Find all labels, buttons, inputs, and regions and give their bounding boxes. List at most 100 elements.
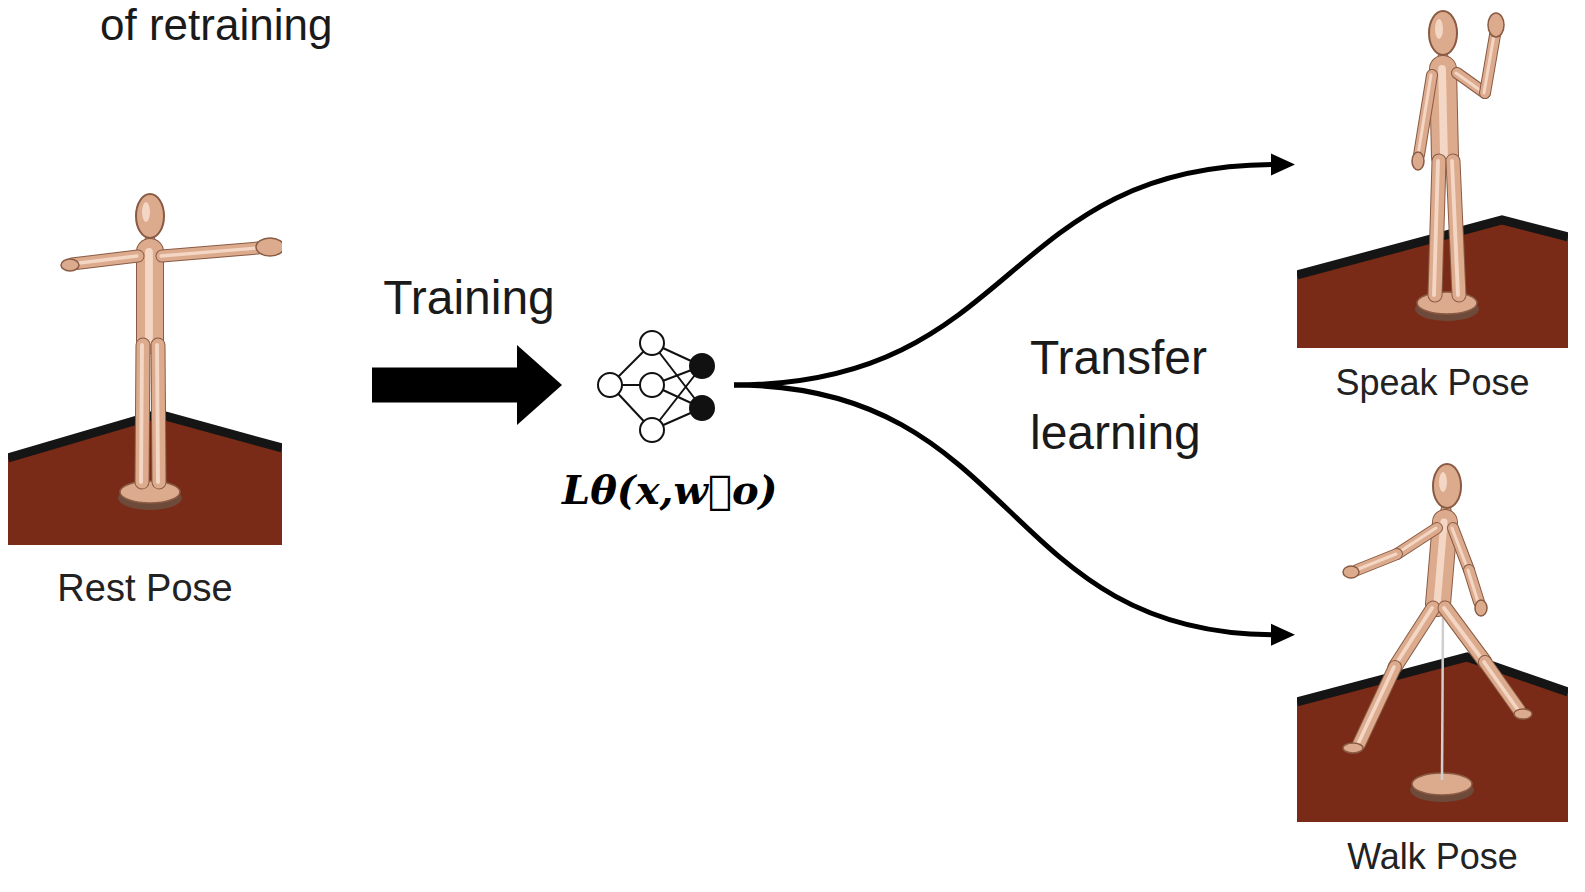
pose-illustration	[1297, 462, 1568, 822]
mannequin-highlight	[157, 345, 158, 482]
mannequin-highlight	[145, 252, 153, 340]
mannequin-limb	[162, 248, 258, 256]
mannequin-limb	[1419, 75, 1432, 155]
mannequin-highlight	[142, 202, 150, 222]
block-arrow	[372, 345, 562, 425]
arrowhead	[1271, 624, 1295, 646]
connector	[734, 153, 1295, 385]
caption: Walk Pose	[1297, 836, 1568, 877]
hidden-neuron	[640, 373, 664, 397]
mannequin-limb	[1453, 528, 1469, 570]
network-icon	[592, 325, 732, 445]
mannequin-limb	[72, 256, 138, 264]
mannequin-hand	[256, 238, 282, 256]
mannequin-limb	[1453, 528, 1469, 570]
mannequin-hand	[1343, 743, 1363, 753]
mannequin-highlight	[1484, 35, 1494, 93]
mannequin-limb	[1485, 662, 1519, 710]
mannequin-highlight	[1356, 554, 1396, 570]
mannequin-highlight	[1444, 608, 1484, 662]
mannequin-limb	[1435, 161, 1439, 295]
stand-rod	[1442, 612, 1443, 780]
mannequin-highlight	[1435, 19, 1443, 39]
hidden-neuron	[640, 331, 664, 355]
mannequin-hand	[1412, 152, 1424, 170]
mannequin-highlight	[1468, 570, 1478, 602]
mannequin-limb	[158, 345, 159, 482]
mannequin-limb	[158, 345, 159, 482]
pose-image-node: Walk Pose	[1297, 462, 1568, 877]
illustration	[1297, 462, 1568, 822]
floor-edge	[1297, 657, 1568, 702]
mannequin-limb	[1419, 75, 1432, 155]
mannequin-limb	[1485, 35, 1495, 93]
mannequin-limb	[1469, 570, 1479, 602]
stand-base	[120, 481, 180, 503]
mannequin-limb	[137, 252, 163, 340]
mannequin-limb	[72, 256, 138, 264]
network-node: Lθ(x,w⃗o)	[562, 325, 762, 513]
caption: Rest Pose	[8, 567, 282, 611]
mannequin-highlight	[161, 248, 257, 256]
mannequin-highlight	[1358, 667, 1394, 744]
pose-illustration	[8, 190, 282, 545]
edge-label: Training	[383, 270, 555, 325]
mannequin-limb	[1435, 161, 1439, 295]
mannequin-limb	[1397, 528, 1437, 554]
mannequin-highlight	[1396, 528, 1436, 554]
pose-image-node: Rest Pose	[8, 190, 282, 611]
output-neuron	[690, 354, 714, 378]
transfer-label: Transfer learning	[1030, 320, 1255, 470]
arrowhead	[1271, 153, 1295, 175]
mannequin-highlight	[141, 345, 142, 482]
formula: Lθ(x,w⃗o)	[562, 467, 762, 513]
mannequin-limb	[1443, 69, 1445, 157]
output-neuron	[690, 396, 714, 420]
mannequin-highlight	[71, 256, 137, 264]
illustration	[592, 325, 732, 445]
connector	[372, 345, 562, 425]
mannequin-hand	[1514, 709, 1532, 719]
mannequin-highlight	[1434, 161, 1438, 295]
mannequin-head	[136, 194, 164, 238]
mannequin-highlight	[1394, 608, 1432, 667]
mannequin-limb	[142, 345, 143, 482]
pose-image-node: Speak Pose	[1297, 5, 1568, 403]
mannequin-head	[1429, 11, 1457, 55]
mannequin-limb	[1395, 608, 1433, 667]
input-neuron	[598, 373, 622, 397]
mannequin-limb	[1359, 667, 1395, 744]
mannequin-limb	[1453, 161, 1459, 295]
pose-illustration	[1297, 5, 1568, 348]
mannequin-hand	[1488, 13, 1504, 37]
mannequin-limb	[162, 248, 258, 256]
mannequin-highlight	[1439, 472, 1447, 492]
slide-heading: of retraining	[100, 0, 500, 51]
mannequin-limb	[136, 252, 164, 340]
mannequin-hand	[1475, 600, 1487, 616]
mannequin-limb	[1438, 522, 1445, 604]
mannequin-limb	[1485, 662, 1519, 710]
hidden-neuron	[640, 418, 664, 442]
illustration	[1297, 5, 1568, 348]
mannequin-highlight	[1452, 528, 1468, 570]
mannequin-limb	[1397, 528, 1437, 554]
mannequin-limb	[1395, 608, 1433, 667]
caption: Speak Pose	[1297, 362, 1568, 403]
mannequin-highlight	[1484, 662, 1518, 710]
mannequin-highlight	[1418, 75, 1431, 155]
mannequin-limb	[1357, 554, 1397, 570]
mannequin-limb	[1485, 35, 1495, 93]
mannequin-head	[1433, 464, 1461, 508]
mannequin-highlight	[1452, 161, 1458, 295]
mannequin-limb	[1453, 161, 1459, 295]
stand-base	[1417, 292, 1477, 314]
mannequin-limb	[1438, 522, 1445, 604]
floor	[1297, 657, 1568, 822]
mannequin-limb	[1359, 667, 1395, 744]
mannequin-highlight	[1442, 69, 1444, 157]
mannequin-hand	[1343, 566, 1359, 578]
illustration	[8, 190, 282, 545]
mannequin-limb	[1469, 570, 1479, 602]
mannequin-limb	[142, 345, 143, 482]
